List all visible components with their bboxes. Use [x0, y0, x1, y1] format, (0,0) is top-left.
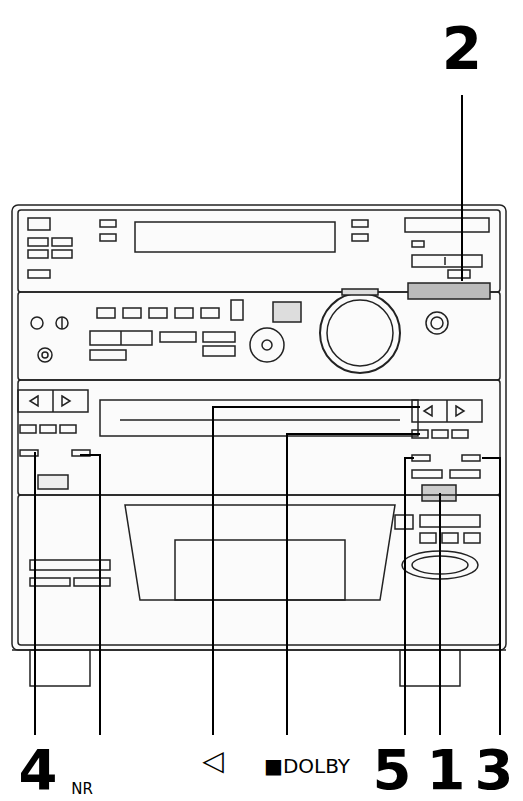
callout-label: 4: [19, 742, 58, 798]
volume-knob: [320, 293, 400, 373]
callout-label: ◁: [202, 747, 224, 775]
cd-slot: [405, 218, 489, 232]
amplifier-section: [18, 292, 500, 380]
unit-body: [12, 205, 506, 650]
display: [135, 222, 335, 252]
lower-section: [18, 495, 500, 645]
cassette-door: [125, 505, 395, 600]
callout-label: ■DOLBY: [264, 756, 350, 776]
leader-lines: [35, 95, 500, 735]
callout-label: 1: [427, 742, 466, 798]
callout-label: 2: [442, 20, 482, 78]
tuner-section: [18, 210, 500, 292]
callout-label: 3: [475, 742, 514, 798]
callout-label: 5: [373, 742, 412, 798]
foot: [30, 650, 90, 686]
tape-deck-section: [18, 380, 500, 495]
cd-tray: [100, 400, 418, 436]
callout-label: NR: [71, 782, 93, 797]
power-button: [408, 283, 490, 299]
foot: [400, 650, 460, 686]
button: [28, 218, 50, 230]
